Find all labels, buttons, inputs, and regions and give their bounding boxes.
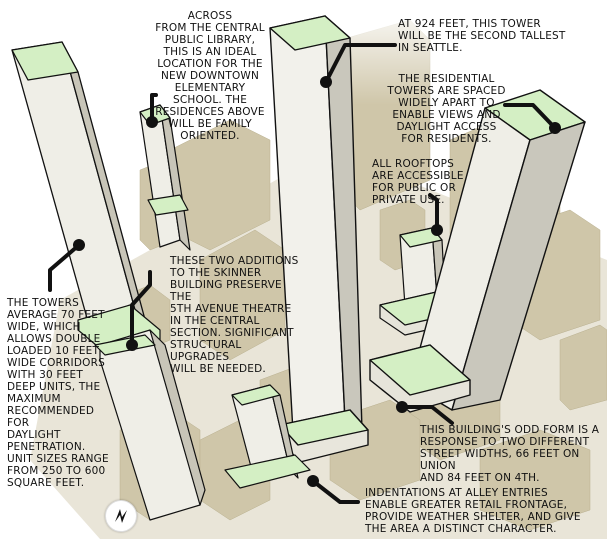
leader-dots: [73, 76, 561, 487]
skinner-building-note: THESE TWO ADDITIONS TO THE SKINNER BUILD…: [170, 255, 299, 375]
odd-form-note: THIS BUILDING'S ODD FORM IS A RESPONSE T…: [420, 424, 600, 484]
tallest-tower-note: AT 924 FEET, THIS TOWER WILL BE THE SECO…: [398, 18, 566, 54]
library-tower: [139, 104, 191, 251]
tower-width-note: THE TOWERS AVERAGE 70 FEET WIDE, WHICH A…: [7, 297, 109, 489]
residential-spacing-note: THE RESIDENTIAL TOWERS ARE SPACED WIDELY…: [387, 73, 506, 145]
central-tower: [269, 15, 369, 463]
left-podium: [77, 304, 206, 521]
front-small-tower: [224, 384, 311, 489]
alley-indentations-note: INDENTATIONS AT ALLEY ENTRIES ENABLE GRE…: [365, 487, 581, 535]
rooftops-note: ALL ROOFTOPS ARE ACCESSIBLE FOR PUBLIC O…: [372, 158, 464, 206]
north-arrow-icon: [105, 500, 137, 532]
leader-lines: [48, 43, 557, 504]
left-tower: [11, 41, 151, 347]
library-note: ACROSS FROM THE CENTRAL PUBLIC LIBRARY, …: [155, 10, 265, 142]
